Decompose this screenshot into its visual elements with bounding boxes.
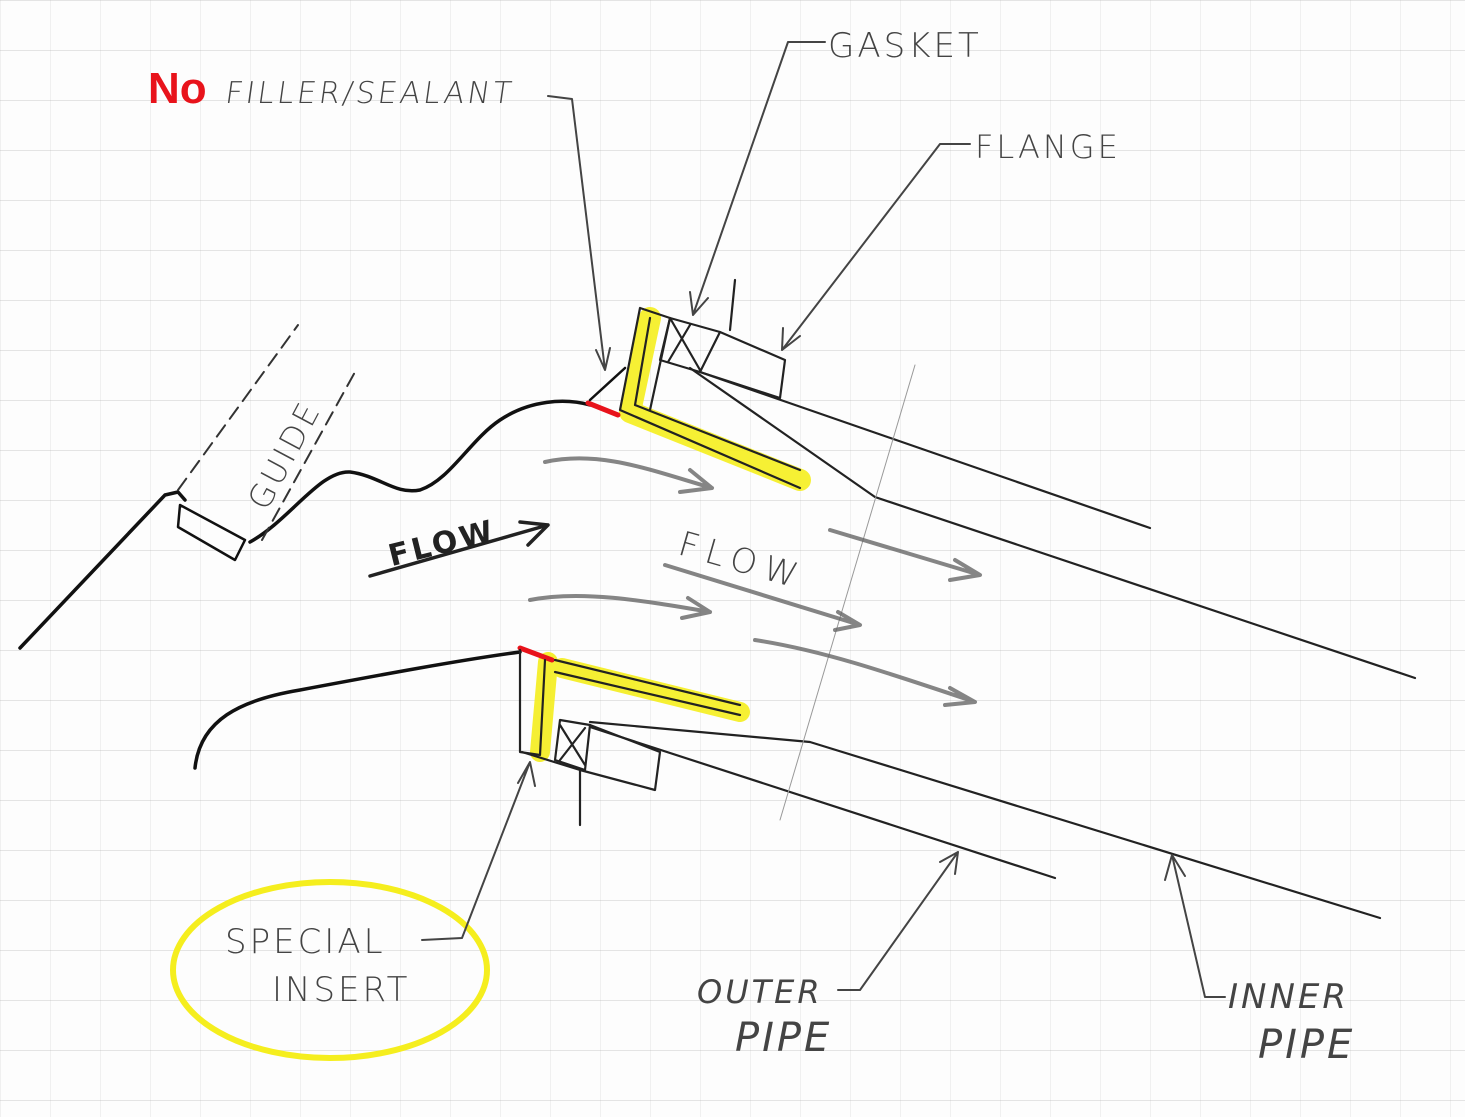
flow-arrow-2: [828, 528, 982, 582]
upper-flange: [698, 330, 787, 400]
lower-gasket: [553, 718, 592, 772]
inner-pipe-lower: [588, 720, 1382, 920]
outer-pipe-label-2: PIPE: [735, 1015, 833, 1061]
special-insert-circle: [170, 879, 490, 1061]
special-insert-label-2: INSERT: [272, 970, 411, 1010]
flow-arrow-4: [663, 563, 862, 632]
leader-special-insert: [421, 761, 536, 941]
leader-inner-pipe: [1164, 854, 1226, 998]
flow-arrow-1: [543, 456, 714, 494]
leader-outer-pipe: [837, 851, 959, 991]
gasket-label: GASKET: [828, 26, 982, 66]
sealant-mark-upper: [585, 400, 621, 418]
filler-sealant-label: FILLER/SEALANT: [223, 76, 517, 111]
upper-gasket: [658, 316, 722, 374]
outer-pipe-upper: [698, 370, 1152, 530]
upper-wall-outline: [18, 399, 592, 650]
outer-pipe-label-1: OUTER: [697, 973, 823, 1011]
flow-arrow-3: [528, 593, 712, 620]
guide-dashed: [177, 324, 356, 541]
flow-arrow-5: [753, 638, 977, 707]
no-label: No: [148, 64, 207, 113]
inner-pipe-label-2: PIPE: [1258, 1022, 1356, 1068]
insert-highlight-upper: [619, 307, 811, 491]
flange-label: FLANGE: [975, 128, 1121, 166]
special-insert-label-1: SPECIAL: [225, 922, 386, 962]
leader-flange: [781, 143, 971, 351]
leader-gasket: [689, 41, 826, 316]
guide-block: [176, 503, 247, 562]
outer-pipe-lower: [588, 725, 1057, 880]
lower-wall-outline: [193, 650, 522, 770]
inner-pipe-upper: [688, 366, 1417, 680]
inner-pipe-label-1: INNER: [1228, 977, 1350, 1017]
leader-filler: [547, 95, 611, 371]
sealant-mark-lower: [517, 645, 555, 663]
flow-arrow-main: [368, 520, 550, 578]
